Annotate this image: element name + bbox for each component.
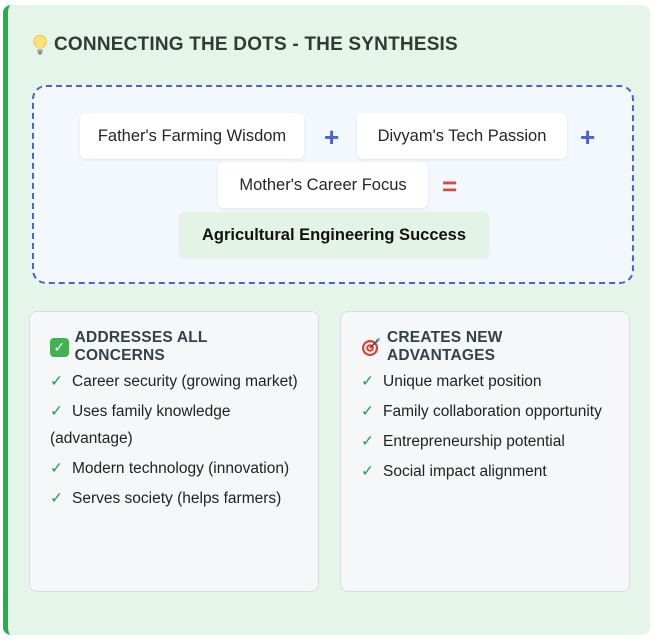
input-chip-mother: Mother's Career Focus [218, 162, 428, 208]
check-icon: ✓ [361, 403, 374, 420]
equals-operator: = [442, 171, 458, 201]
concerns-card: ✓ ADDRESSES ALL CONCERNS ✓Career securit… [29, 311, 319, 592]
plus-operator: + [324, 122, 340, 152]
list-item: ✓Social impact alignment [361, 463, 547, 480]
result-chip: Agricultural Engineering Success [179, 212, 489, 258]
list-item: ✓Career security (growing market) [50, 373, 298, 390]
list-item: ✓Entrepreneurship potential [361, 433, 565, 450]
input-chip-tech: Divyam's Tech Passion [357, 113, 567, 159]
check-box-icon: ✓ [50, 337, 69, 357]
advantages-card-title: CREATES NEW ADVANTAGES [361, 329, 609, 364]
check-icon: ✓ [361, 433, 374, 450]
concerns-card-title: ✓ ADDRESSES ALL CONCERNS [50, 329, 298, 364]
check-icon: ✓ [50, 373, 63, 390]
synthesis-equation: Father's Farming Wisdom + Divyam's Tech … [32, 85, 634, 284]
lightbulb-icon [32, 34, 48, 56]
list-item: ✓Family collaboration opportunity [361, 403, 602, 420]
section-heading: CONNECTING THE DOTS - THE SYNTHESIS [32, 32, 458, 58]
check-icon: ✓ [50, 403, 63, 420]
check-icon: ✓ [50, 460, 63, 477]
list-item: ✓Modern technology (innovation) [50, 460, 290, 477]
check-icon: ✓ [361, 463, 374, 480]
input-chip-father: Father's Farming Wisdom [80, 113, 304, 159]
list-item: ✓Uses family knowledge (advantage) [50, 403, 231, 447]
synthesis-panel: CONNECTING THE DOTS - THE SYNTHESIS Fath… [3, 5, 650, 635]
list-item: ✓Unique market position [361, 373, 542, 390]
concerns-list: ✓Career security (growing market) ✓Uses … [50, 368, 298, 512]
plus-operator: + [580, 122, 596, 152]
section-title: CONNECTING THE DOTS - THE SYNTHESIS [54, 34, 458, 55]
target-icon [361, 337, 381, 357]
list-item: ✓Serves society (helps farmers) [50, 490, 282, 507]
check-icon: ✓ [361, 373, 374, 390]
check-icon: ✓ [50, 490, 63, 507]
advantages-card: CREATES NEW ADVANTAGES ✓Unique market po… [340, 311, 630, 592]
advantages-list: ✓Unique market position ✓Family collabor… [361, 368, 609, 485]
